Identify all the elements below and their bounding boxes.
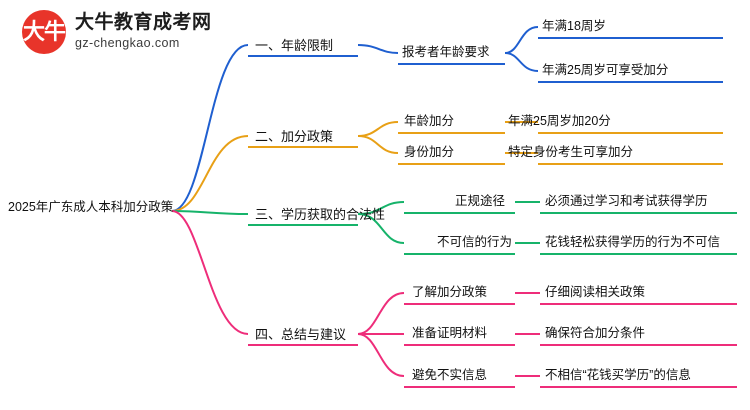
child-node-2-1[interactable]: 年龄加分 (404, 114, 455, 128)
child-node-4-1[interactable]: 了解加分政策 (412, 285, 488, 299)
branch-node-2[interactable]: 二、加分政策 (255, 129, 334, 144)
leaf-node-1-1-1[interactable]: 年满18周岁 (542, 19, 606, 33)
logo-mark-text: 大牛 (22, 19, 66, 44)
branch-node-4[interactable]: 四、总结与建议 (255, 327, 347, 342)
leaf-node-3-2-1[interactable]: 花钱轻松获得学历的行为不可信 (545, 235, 721, 249)
site-logo: 大牛 大牛教育成考网 gz-chengkao.com (22, 10, 212, 54)
child-node-3-1[interactable]: 正规途径 (455, 194, 506, 208)
leaf-node-4-1-1[interactable]: 仔细阅读相关政策 (545, 285, 646, 299)
branch-node-3[interactable]: 三、学历获取的合法性 (255, 207, 386, 222)
logo-text-block: 大牛教育成考网 gz-chengkao.com (75, 12, 212, 51)
logo-title: 大牛教育成考网 (75, 12, 212, 34)
mindmap-root-node[interactable]: 2025年广东成人本科加分政策 (8, 200, 174, 214)
leaf-node-2-1-1[interactable]: 年满25周岁加20分 (508, 114, 611, 128)
logo-mark-icon: 大牛 (22, 10, 66, 54)
leaf-node-3-1-1[interactable]: 必须通过学习和考试获得学历 (545, 194, 708, 208)
branch-node-1[interactable]: 一、年龄限制 (255, 38, 334, 53)
logo-subtitle: gz-chengkao.com (75, 36, 180, 51)
leaf-node-2-2-1[interactable]: 特定身份考生可享加分 (508, 145, 634, 159)
child-node-1-1[interactable]: 报考者年龄要求 (402, 45, 490, 59)
child-node-4-3[interactable]: 避免不实信息 (412, 368, 488, 382)
child-node-4-2[interactable]: 准备证明材料 (412, 326, 488, 340)
leaf-node-4-3-1[interactable]: 不相信“花钱买学历”的信息 (545, 368, 691, 382)
leaf-node-1-1-2[interactable]: 年满25周岁可享受加分 (542, 63, 669, 77)
child-node-3-2[interactable]: 不可信的行为 (437, 235, 513, 249)
leaf-node-4-2-1[interactable]: 确保符合加分条件 (545, 326, 646, 340)
child-node-2-2[interactable]: 身份加分 (404, 145, 455, 159)
